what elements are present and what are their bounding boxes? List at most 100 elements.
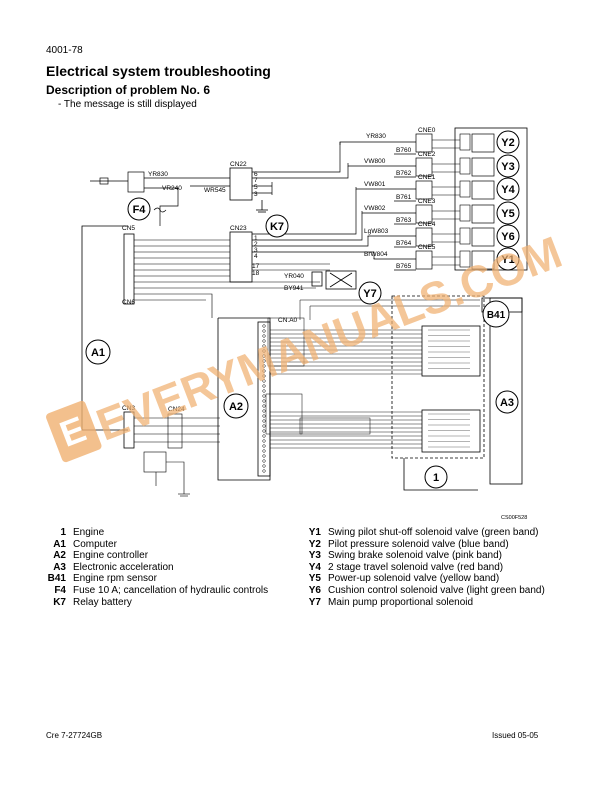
diagram-label: YR830: [148, 171, 168, 178]
legend-label: Power-up solenoid valve (yellow band): [328, 573, 500, 585]
component-label-a1: A1: [91, 347, 105, 359]
diagram-label: 2: [254, 241, 258, 248]
component-label-y6: Y6: [501, 231, 514, 243]
diagram-label: B761: [396, 194, 412, 201]
a2-pin: [262, 364, 266, 368]
diagram-label: CNE1: [418, 174, 436, 181]
legend-label: Engine controller: [73, 550, 149, 562]
footer-doc-code: Cre 7-27724GB: [46, 731, 103, 740]
diagram-label: 18: [252, 270, 260, 277]
component-label-y4: Y4: [501, 184, 515, 196]
diagram-label: YR040: [284, 273, 304, 280]
a2-pin: [262, 349, 266, 353]
a2-pin: [262, 414, 266, 418]
diagram-label: 3: [254, 191, 258, 198]
a2-pin: [262, 454, 266, 458]
a2-pin: [262, 359, 266, 363]
diode-symbol: [459, 250, 471, 268]
component-circle-y6: [496, 224, 520, 248]
a2-pin: [262, 324, 266, 328]
valve-connector: [415, 227, 433, 247]
component-label-b41: B41: [487, 310, 506, 321]
coil-symbol: [471, 204, 495, 224]
legend-label: Fuse 10 A; cancellation of hydraulic con…: [73, 584, 269, 596]
a2-pin: [262, 424, 266, 428]
legend-code: Y6: [308, 584, 321, 596]
signal-wire: [309, 305, 480, 320]
legend-code: A1: [53, 538, 66, 550]
a2-pin: [262, 439, 266, 443]
a2-to-a3-wires: [265, 299, 480, 449]
component-circle-y3: [496, 154, 520, 178]
diagram-label: B764: [396, 240, 412, 247]
diagram-label: 1: [254, 235, 258, 242]
diagram-label: YR830: [366, 133, 386, 140]
diagram-label: CNE0: [418, 127, 436, 134]
diagram-label: VW800: [364, 158, 386, 165]
diagram-label: VW802: [364, 205, 386, 212]
a2-pin: [262, 449, 266, 453]
problem-title: Description of problem No. 6: [46, 83, 211, 97]
component-circle-y1: [496, 247, 520, 271]
problem-note: - The message is still displayed: [58, 99, 197, 110]
diagram-label: CNE3: [418, 198, 436, 205]
component-circle-y2: [496, 130, 520, 154]
coil-symbol: [471, 180, 495, 200]
diagram-label: CN3: [122, 405, 135, 412]
component-label-y3: Y3: [501, 161, 514, 173]
a2-pin: [262, 444, 266, 448]
component-label-y2: Y2: [501, 137, 514, 149]
component-label-1: 1: [433, 472, 439, 484]
legend-label: Swing pilot shut-off solenoid valve (gre…: [328, 527, 539, 538]
legend-code: Y4: [308, 561, 321, 573]
coil-symbol: [471, 157, 495, 177]
diode-symbol: [459, 157, 471, 175]
diagram-label: 5: [254, 184, 258, 191]
coil-symbol: [471, 133, 495, 153]
legend-label: Cushion control solenoid valve (light gr…: [328, 584, 545, 596]
legend-label: Engine rpm sensor: [73, 573, 157, 585]
valve-connector: [415, 250, 433, 270]
diagram-label: CNE5: [418, 244, 436, 251]
legend-label: Main pump proportional solenoid: [328, 596, 474, 608]
component-circle-1: [424, 465, 448, 489]
a2-pin: [262, 394, 266, 398]
diagram-label: VW801: [364, 181, 386, 188]
legend-label: Swing brake solenoid valve (pink band): [328, 550, 502, 562]
diagram-label: CN23: [230, 225, 247, 232]
diode-symbol: [459, 133, 471, 151]
legend-code: Y7: [308, 596, 321, 608]
component-label-y5: Y5: [501, 208, 514, 220]
a2-pin: [262, 429, 266, 433]
legend-label: Pilot pressure solenoid valve (blue band…: [328, 538, 509, 550]
component-circle-k7: [265, 214, 289, 238]
page-number: 4001-78: [46, 45, 83, 56]
a2-pin: [262, 384, 266, 388]
legend-label: Electronic acceleration: [73, 561, 174, 573]
a2-pin: [262, 459, 266, 463]
watermark-text: EVERYMANUALS.COM: [90, 226, 569, 450]
diagram-label: 17: [252, 263, 260, 270]
legend-right-row: Y7 Main pump proportional solenoid: [300, 597, 545, 609]
a2-pin: [262, 379, 266, 383]
diagram-label: CN22: [230, 161, 247, 168]
diagram-label: CNE4: [418, 221, 436, 228]
diagram-label: BrW804: [364, 251, 388, 258]
solenoid-y7: [311, 270, 357, 290]
valve-connector: [415, 180, 433, 200]
component-circle-f4: [127, 197, 151, 221]
diagram-label: CN5: [122, 225, 135, 232]
coil-symbol: [471, 227, 495, 247]
a2-pin: [262, 339, 266, 343]
diagram-label: B760: [396, 147, 412, 154]
legend-label: Engine: [73, 527, 105, 538]
watermark: E EVERYMANUALS.COM: [46, 226, 569, 463]
